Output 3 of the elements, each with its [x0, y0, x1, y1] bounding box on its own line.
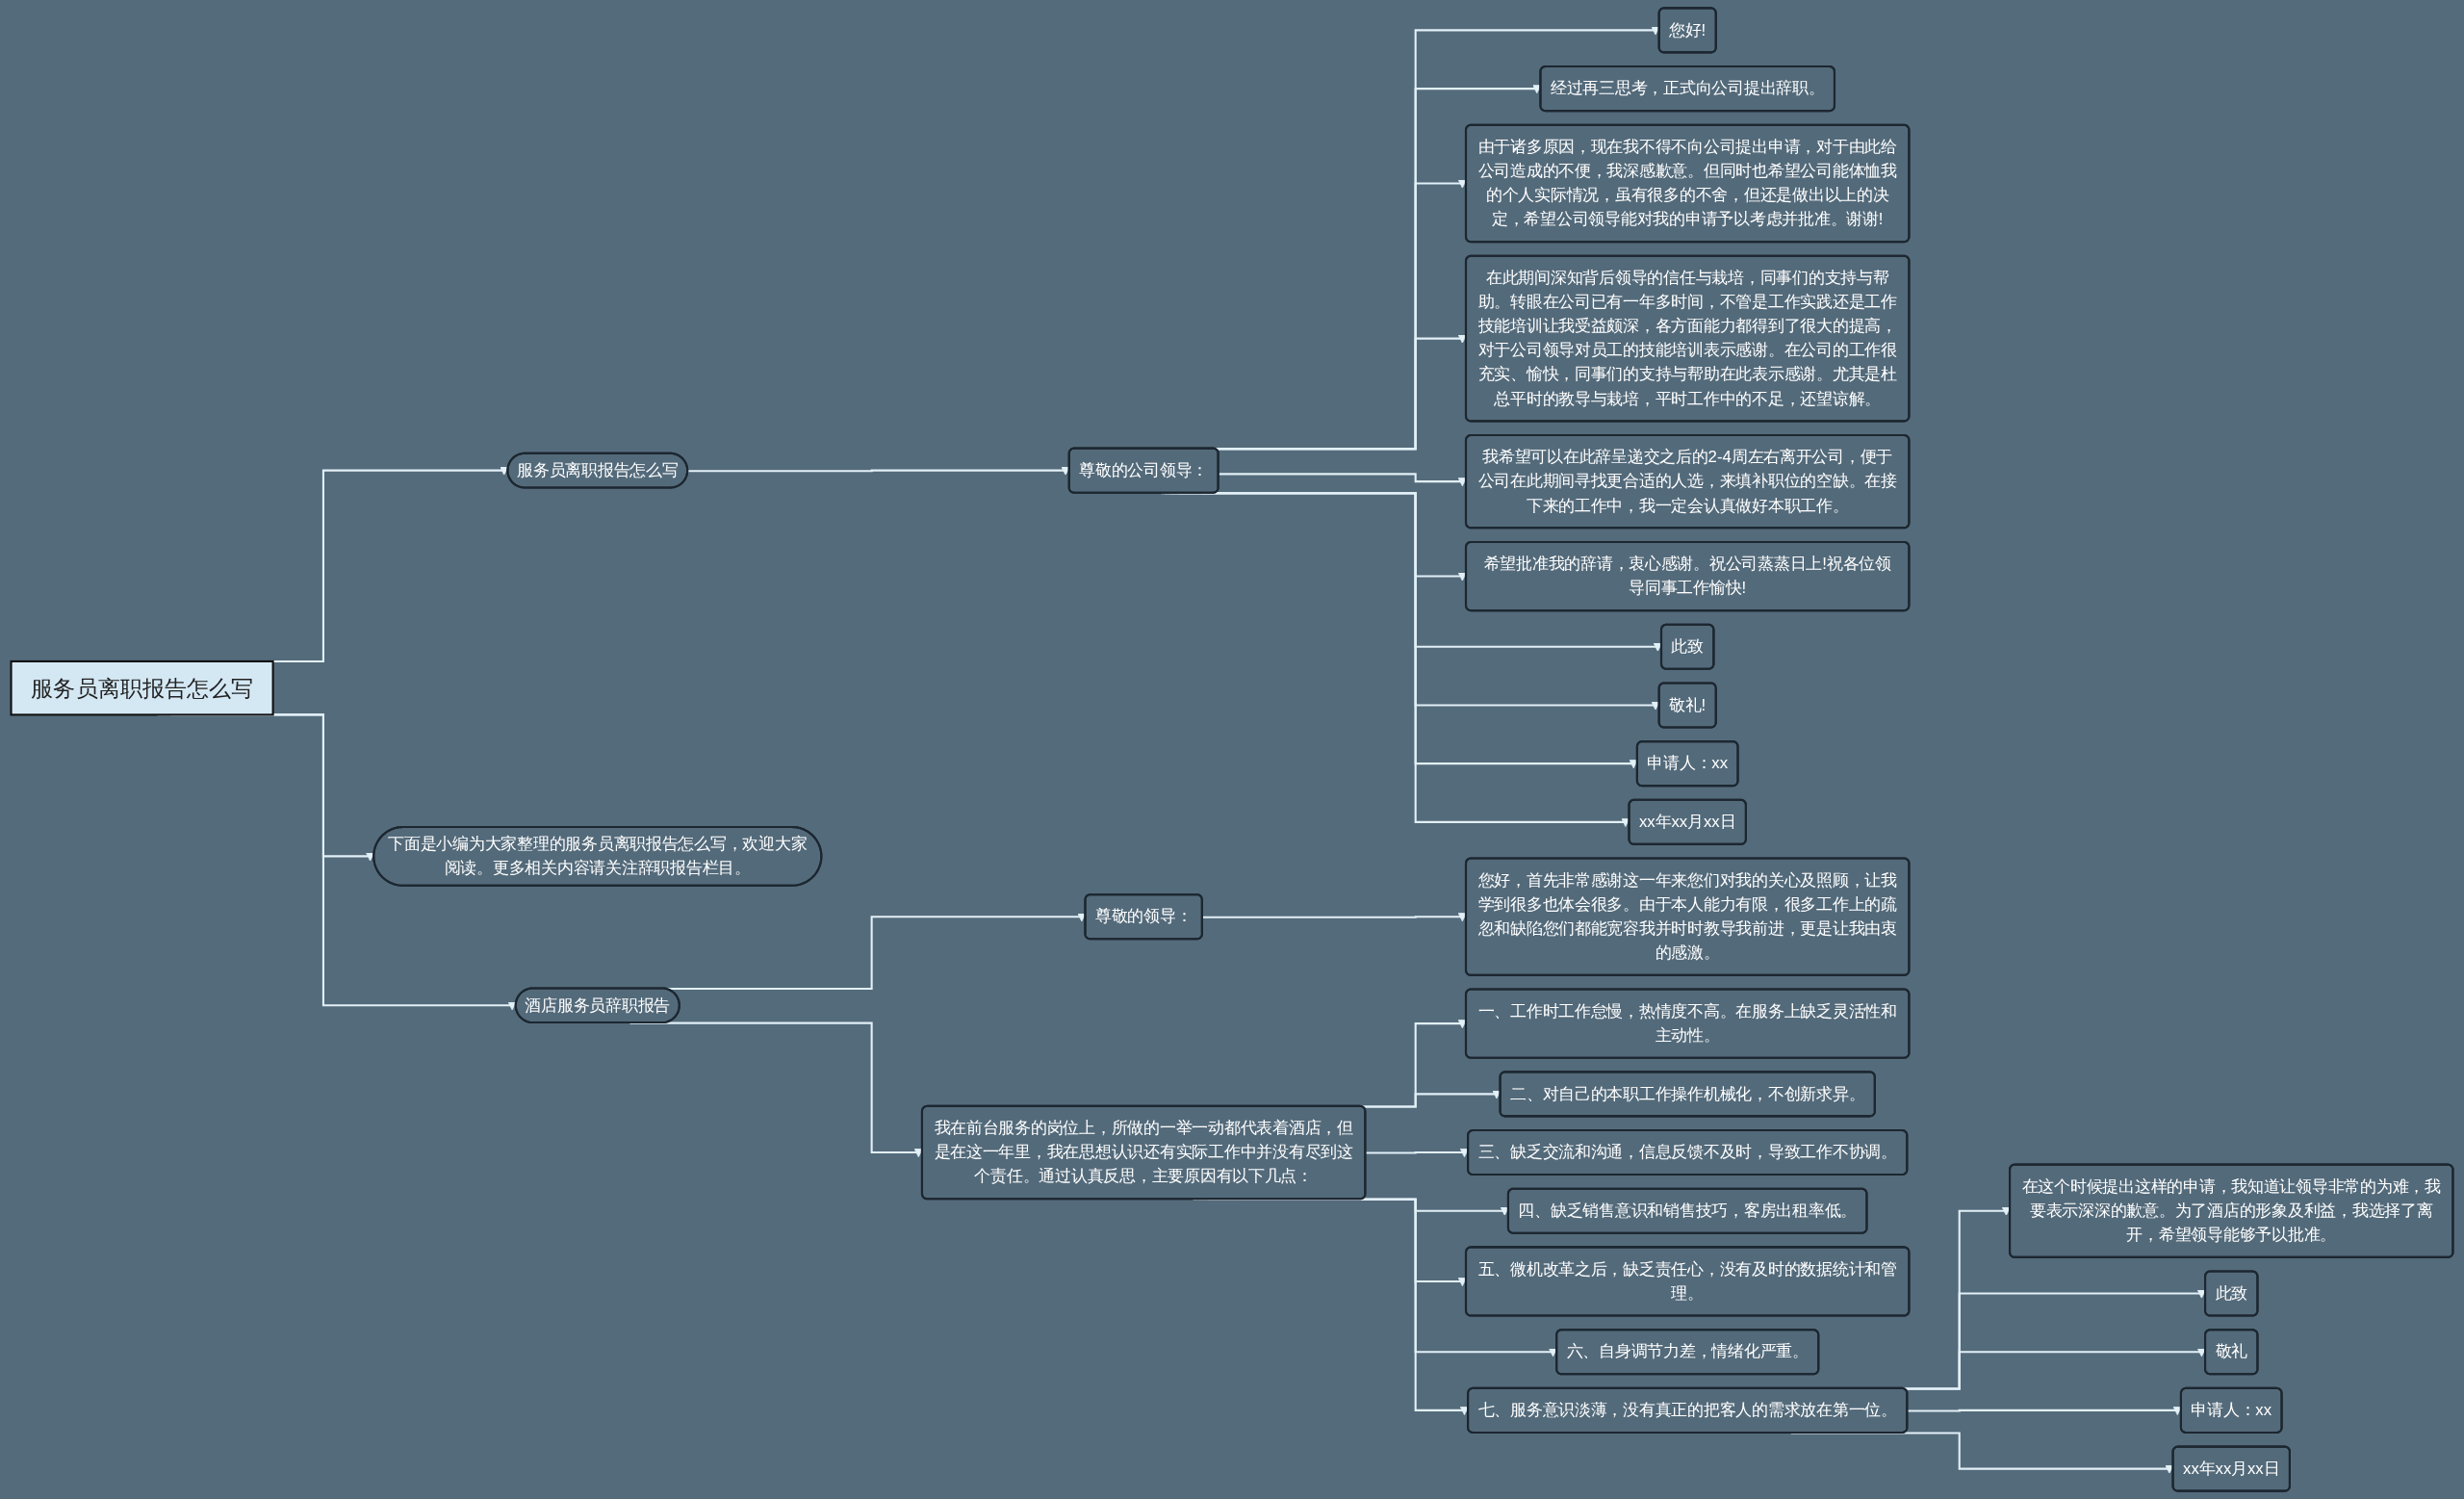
arrow	[1219, 473, 1467, 487]
node-box: 服务员离职报告怎么写	[10, 659, 274, 716]
arrow	[1202, 913, 1467, 922]
